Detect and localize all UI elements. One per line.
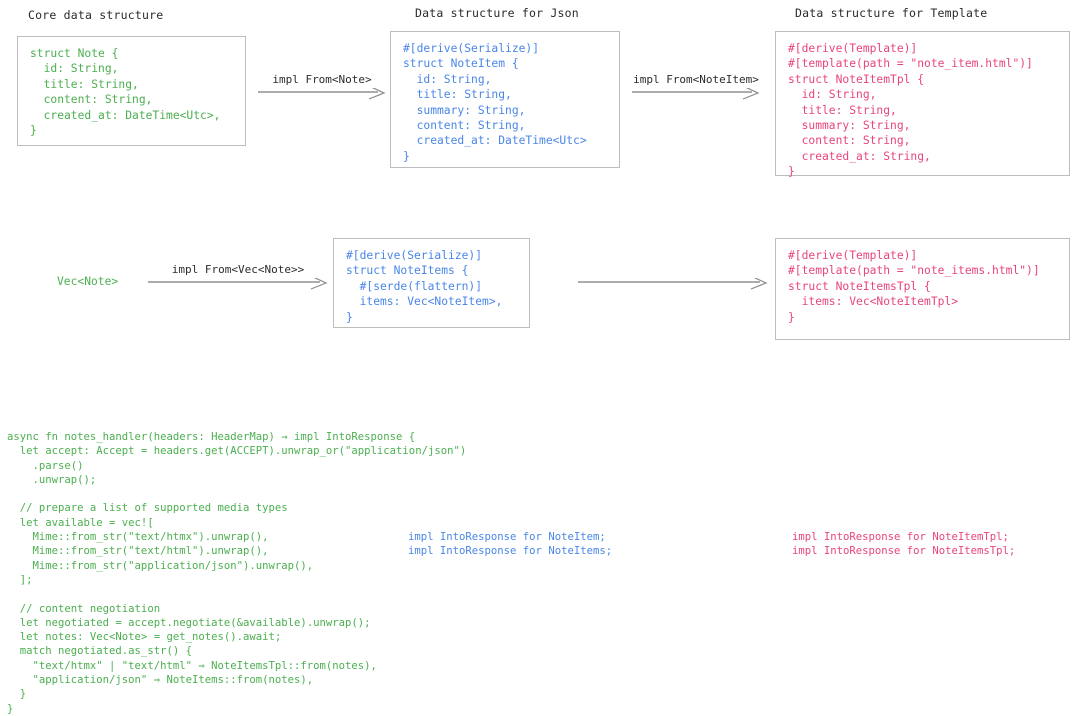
core-struct-note-code: struct Note { id: String, title: String,… bbox=[30, 47, 221, 138]
arrow-line-icon bbox=[148, 278, 328, 290]
template-struct-noteitemtpl-code: #[derive(Template)] #[template(path = "n… bbox=[788, 42, 1033, 179]
arrow-impl-from-noteitem: impl From<NoteItem> bbox=[632, 73, 760, 102]
core-type-vec-note: Vec<Note> bbox=[57, 275, 119, 288]
core-struct-note-box: struct Note { id: String, title: String,… bbox=[17, 36, 246, 146]
caption-data-structure-for-template: Data structure for Template bbox=[795, 6, 988, 20]
arrow-impl-from-noteitem-label: impl From<NoteItem> bbox=[633, 73, 759, 86]
impl-intoresponse-json-code: impl IntoResponse for NoteItem; impl Int… bbox=[408, 531, 613, 558]
arrow-impl-from-note: impl From<Note> bbox=[258, 73, 386, 102]
json-struct-noteitems-code: #[derive(Serialize)] struct NoteItems { … bbox=[346, 249, 503, 324]
notes-handler-code: async fn notes_handler(headers: HeaderMa… bbox=[7, 431, 467, 715]
arrow-impl-from-note-label: impl From<Note> bbox=[272, 73, 372, 86]
json-struct-noteitem-box: #[derive(Serialize)] struct NoteItem { i… bbox=[390, 31, 620, 168]
arrow-line-icon bbox=[632, 88, 760, 100]
arrow-impl-from-vec-note: impl From<Vec<Note>> bbox=[148, 263, 328, 292]
caption-data-structure-for-json: Data structure for Json bbox=[415, 6, 579, 20]
impl-intoresponse-template-code: impl IntoResponse for NoteItemTpl; impl … bbox=[792, 531, 1016, 558]
arrow-line-icon bbox=[578, 278, 768, 290]
template-struct-noteitemstpl-box: #[derive(Template)] #[template(path = "n… bbox=[775, 238, 1070, 340]
caption-core-data-structure: Core data structure bbox=[28, 8, 164, 22]
json-struct-noteitem-code: #[derive(Serialize)] struct NoteItem { i… bbox=[403, 42, 587, 163]
json-struct-noteitems-box: #[derive(Serialize)] struct NoteItems { … bbox=[333, 238, 530, 328]
template-struct-noteitemtpl-box: #[derive(Template)] #[template(path = "n… bbox=[775, 31, 1070, 178]
arrow-noteitems-to-template bbox=[578, 278, 768, 292]
template-struct-noteitemstpl-code: #[derive(Template)] #[template(path = "n… bbox=[788, 249, 1040, 324]
arrow-line-icon bbox=[258, 88, 386, 100]
arrow-impl-from-vec-note-label: impl From<Vec<Note>> bbox=[171, 263, 305, 276]
